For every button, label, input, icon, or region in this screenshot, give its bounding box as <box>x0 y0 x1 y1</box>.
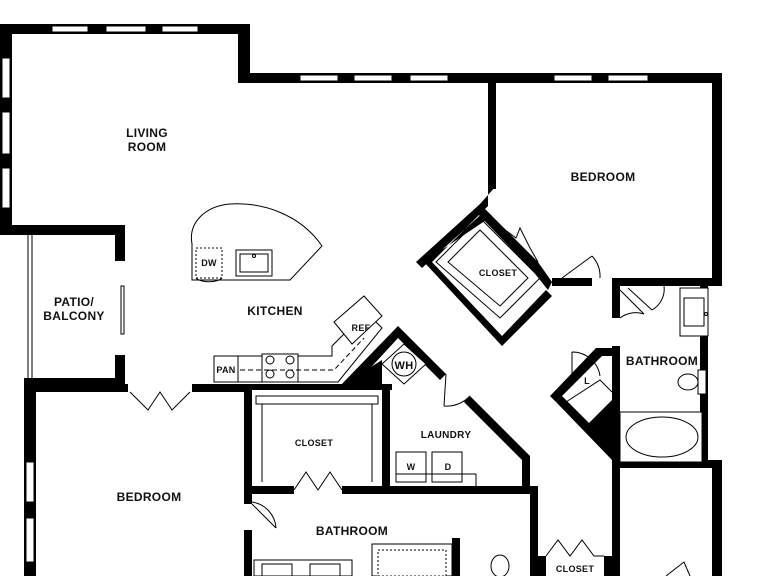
label-closet-bottom: CLOSET <box>556 564 595 574</box>
label-closet-hall: CLOSET <box>295 438 334 448</box>
label-dishwasher: DW <box>201 258 217 268</box>
fixtures <box>190 203 709 576</box>
label-pantry: PAN <box>216 365 235 375</box>
doors <box>129 225 691 576</box>
label-bedroom-second: BEDROOM <box>117 490 182 504</box>
label-washer: W <box>407 462 416 472</box>
label-bathroom-second: BATHROOM <box>316 524 388 538</box>
label-water-heater: WH <box>395 360 414 372</box>
label-patio-1: PATIO/ <box>54 295 94 309</box>
label-living-room-2: ROOM <box>128 140 167 154</box>
label-closet-main: CLOSET <box>479 268 518 278</box>
fixture-labels: DW REF PAN WH W D L <box>201 258 590 472</box>
label-laundry: LAUNDRY <box>421 430 472 441</box>
label-bathroom-main: BATHROOM <box>626 354 698 368</box>
label-living-room-1: LIVING <box>126 126 168 140</box>
room-labels: LIVING ROOM BEDROOM PATIO/ BALCONY KITCH… <box>43 126 698 574</box>
label-bedroom-main: BEDROOM <box>571 170 636 184</box>
label-refrigerator: REF <box>352 323 371 333</box>
label-kitchen: KITCHEN <box>247 304 302 318</box>
kitchen-island <box>190 203 323 281</box>
label-linen: L <box>584 376 590 386</box>
windows <box>1 25 649 563</box>
label-dryer: D <box>445 462 452 472</box>
label-patio-2: BALCONY <box>43 309 104 323</box>
